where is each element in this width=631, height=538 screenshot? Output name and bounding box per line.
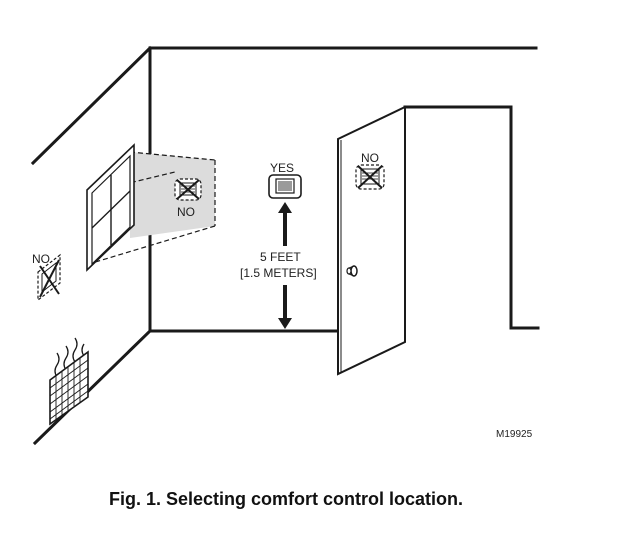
- thermostat-outside-wall-rejected: [37, 253, 61, 302]
- figure-caption: Fig. 1. Selecting comfort control locati…: [108, 489, 464, 509]
- height-arrow: [278, 202, 292, 329]
- no-label-door: NO: [361, 151, 379, 165]
- thermostat-door-rejected: [355, 164, 385, 190]
- height-meters-label: [1.5 METERS]: [240, 266, 317, 280]
- thermostat-recommended: [268, 174, 302, 199]
- figure-code: M19925: [496, 429, 533, 440]
- thermostat-window-rejected: [174, 178, 202, 201]
- yes-label: YES: [270, 161, 294, 175]
- window: [86, 143, 135, 272]
- height-feet-label: 5 FEET: [260, 250, 301, 264]
- no-label-outside-wall: NO: [32, 252, 50, 266]
- heater: [49, 337, 89, 426]
- floor-edge-left: [32, 328, 153, 446]
- door: [337, 105, 406, 376]
- no-label-window: NO: [177, 205, 195, 219]
- door-panel: [337, 105, 406, 376]
- ceiling-edge-left: [30, 45, 153, 166]
- door-knob: [346, 265, 358, 277]
